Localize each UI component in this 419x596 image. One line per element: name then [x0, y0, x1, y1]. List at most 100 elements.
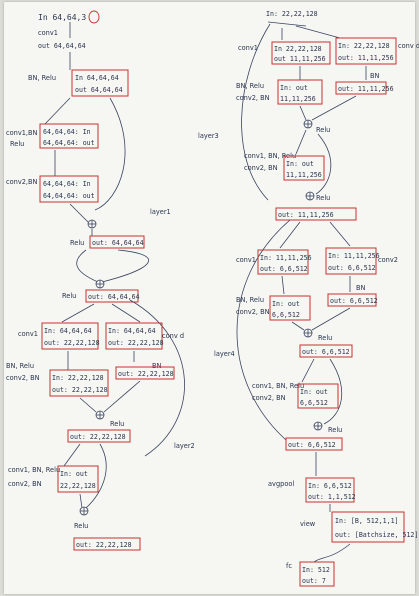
l2-conv2bn-b-label: conv2, BN: [8, 480, 42, 488]
l2-b1-in: In: 64,64,64: [44, 327, 92, 335]
l2-convbnrelu-label: conv1, BN, Relu: [8, 466, 60, 474]
l2-b4-out: out: 22,22,128: [118, 370, 174, 378]
l2-conv2bn-label: conv2, BN: [6, 374, 40, 382]
stem-output: out 64,64,64: [38, 42, 86, 50]
l3-b3-out: 11,11,256: [280, 95, 316, 103]
l2-b2-out: out: 22,22,128: [108, 339, 164, 347]
l2-conv1-label: conv1: [18, 330, 38, 338]
skip-connection: [241, 23, 271, 201]
l4-bnrelu-label: BN, Relu: [236, 296, 264, 304]
l3-b5-out: 11,11,256: [286, 171, 322, 179]
l3-b5-in: In: out: [286, 160, 314, 168]
arrow: [301, 358, 315, 383]
relu-label: Relu: [62, 292, 76, 300]
l1-out-c: out: 64,64,64: [88, 293, 140, 301]
l1-b2-out: 64,64,64: out: [43, 192, 95, 200]
layer4-box2: [325, 247, 377, 275]
l4-b2-in: In: 11,11,256: [328, 252, 380, 260]
layer4-out1-box: [299, 344, 353, 358]
layer2-out1-box: [67, 429, 131, 443]
l1-b1-in: 64,64,64: In: [43, 128, 91, 136]
arrow: [76, 249, 99, 283]
l4-conv2-label: conv2: [378, 256, 398, 264]
conv2-bn-label: conv2,BN: [6, 178, 38, 186]
l3-relu2-label: Relu: [316, 194, 330, 202]
add-node: [305, 191, 315, 201]
l2-relu2-label: Relu: [74, 522, 88, 530]
l3-relu1-label: Relu: [316, 126, 330, 134]
layer2-out2-box: [73, 537, 141, 551]
l4-b3-out: 6,6,512: [272, 311, 300, 319]
strike: [267, 21, 307, 27]
l3-b4-out: out: 11,11,256: [338, 85, 394, 93]
arrow: [291, 321, 305, 331]
l2-out2: out: 22,22,128: [76, 541, 132, 549]
l2-b1-out: out: 22,22,128: [44, 339, 100, 347]
skip-connection: [315, 133, 332, 195]
layer1-box1: [39, 123, 99, 149]
l2-convd-label: conv d: [162, 332, 184, 340]
layer2-box2: [105, 322, 163, 350]
l2-b5-out: 22,22,128: [60, 482, 96, 490]
l4-b5-out: 6,6,512: [300, 399, 328, 407]
layer3-box2: [335, 37, 397, 65]
arrow: [61, 303, 95, 323]
l4-out1: out: 6,6,512: [302, 348, 350, 356]
layer2-label: layer2: [174, 442, 195, 450]
skip-connection: [323, 358, 343, 425]
l3-b1-out: out 11,11,256: [274, 55, 326, 63]
l4-conv1-label: conv1: [236, 256, 256, 264]
paper-sheet: [4, 2, 415, 594]
add-node: [313, 421, 323, 431]
fc-in: In: 512: [302, 566, 330, 574]
l4-conv2bn-b-label: conv2, BN: [252, 394, 286, 402]
layer4-box3: [269, 295, 311, 321]
arrow: [295, 129, 307, 155]
arrow: [295, 25, 341, 39]
l3-b3-in: In: out: [280, 84, 308, 92]
ap-out: out: 1,1,512: [308, 493, 356, 501]
skip-connection: [236, 219, 291, 441]
view-out: out: [Batchsize, 512]: [335, 531, 418, 539]
l3-b1-in: In 22,22,128: [274, 45, 322, 53]
l2-b2-in: In: 64,64,64: [108, 327, 156, 335]
add-node: [95, 279, 105, 289]
conv1-bn-label: conv1,BN: [6, 129, 38, 137]
arrow: [329, 221, 351, 247]
add-node: [79, 506, 89, 516]
bn-in: In 64,64,64: [75, 74, 119, 82]
l2-out1: out: 22,22,128: [70, 433, 126, 441]
view-box: [331, 511, 405, 543]
layer4-box5: [297, 383, 339, 409]
l3-bn-label: BN: [370, 72, 380, 80]
add-node: [303, 119, 313, 129]
layer3-box3: [277, 79, 323, 105]
l2-bn-label: BN: [152, 362, 162, 370]
l4-b1-in: In: 11,11,256: [260, 254, 312, 262]
layer3-out-box: [275, 207, 357, 221]
arrow: [281, 275, 285, 295]
l3-conv1-label: conv1: [238, 44, 258, 52]
l3-conv2bn-b-label: conv2, BN: [244, 164, 278, 172]
arrow: [63, 443, 81, 467]
layer4-out2-box: [285, 437, 343, 451]
arrow: [311, 307, 351, 331]
arrow: [44, 97, 71, 125]
relu-label: Relu: [10, 140, 24, 148]
input-label: In 64,64,3: [38, 13, 86, 22]
layer4-box1: [257, 249, 309, 275]
bn-out: out 64,64,64: [75, 86, 123, 94]
view-in: In: [B, 512,1,1]: [335, 517, 399, 525]
bn-relu-box: [71, 69, 129, 97]
l4-b3-in: In: out: [272, 300, 300, 308]
l4-relu1-label: Relu: [318, 334, 332, 342]
l3-in: In: 22,22,128: [266, 10, 318, 18]
channel-highlight: [88, 10, 100, 24]
l3-out2: out: 11,11,256: [278, 211, 334, 219]
arrow: [279, 221, 301, 249]
skip-connection: [101, 249, 150, 283]
ap-in: In: 6,6,512: [308, 482, 352, 490]
l4-conv2bn-label: conv2, BN: [236, 308, 270, 316]
add-node: [87, 219, 97, 229]
